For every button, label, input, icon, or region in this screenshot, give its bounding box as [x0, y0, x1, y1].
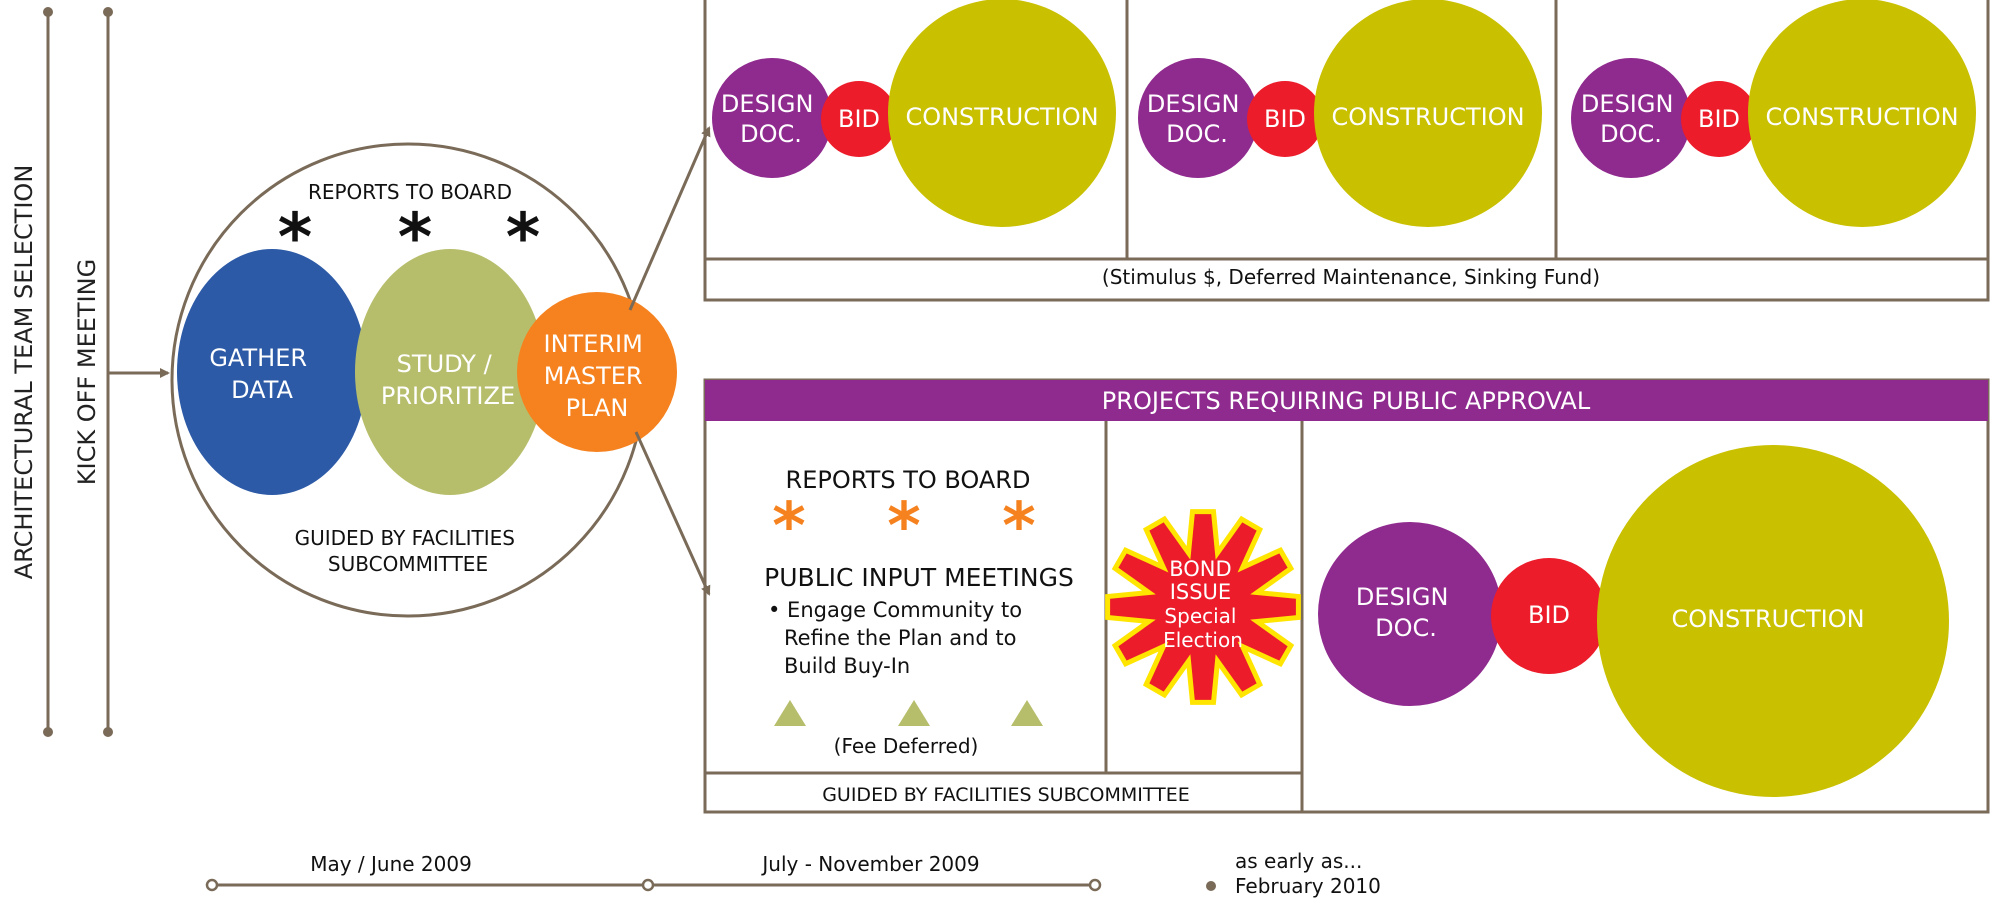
february-2010-label: February 2010 — [1235, 874, 1381, 898]
public-guided-by: GUIDED BY FACILITIES SUBCOMMITTEE — [822, 784, 1190, 806]
study-prioritize-ellipse — [355, 249, 545, 495]
immediate-projects-box: DESIGN DOC. BID CONSTRUCTION DESIGN DOC.… — [703, 0, 1990, 302]
design-doc-label: DESIGN DOC. — [721, 90, 821, 148]
project-cycle-1: DESIGN DOC. BID CONSTRUCTION — [712, 0, 1116, 227]
architectural-team-selection-label: ARCHITECTURAL TEAM SELECTION — [10, 165, 38, 580]
bid-label: BID — [1698, 105, 1740, 133]
public-approval-header-bar — [705, 380, 1988, 421]
green-triangle-2 — [898, 700, 930, 726]
fee-deferred-note: (Fee Deferred) — [834, 734, 979, 758]
period-may-june-2009: May / June 2009 — [310, 852, 472, 876]
asterisk-3: * — [506, 199, 541, 276]
bid-circle — [1247, 81, 1323, 157]
gather-data-ellipse — [177, 249, 367, 495]
design-doc-circle — [1138, 58, 1258, 178]
arrow-to-public-approval — [634, 431, 711, 596]
public-approval-header: PROJECTS REQUIRING PUBLIC APPROVAL — [1102, 387, 1591, 415]
left-timelines: ARCHITECTURAL TEAM SELECTION KICK OFF ME… — [10, 7, 170, 737]
planning-phase: REPORTS TO BOARD * * * GATHER DATA STUDY… — [170, 126, 711, 618]
project-cycle-2: DESIGN DOC. BID CONSTRUCTION — [1138, 0, 1542, 227]
orange-asterisk-2: * — [887, 490, 920, 564]
public-design-doc-circle — [1318, 522, 1502, 706]
public-input-bullets: • Engage Community to Refine the Plan an… — [768, 598, 1029, 678]
bottom-timeline: May / June 2009 July - November 2009 as … — [205, 849, 1381, 898]
design-doc-circle — [1571, 58, 1691, 178]
construction-label: CONSTRUCTION — [1765, 103, 1958, 131]
design-doc-label: DESIGN DOC. — [1581, 90, 1681, 148]
bid-circle — [821, 81, 897, 157]
construction-circle — [1314, 0, 1542, 227]
as-early-as-label: as early as... — [1235, 849, 1362, 873]
february-2010-bullet — [1206, 881, 1216, 891]
arrow-to-immediate-projects — [628, 126, 711, 311]
bond-issue-label: BOND ISSUE Special Election — [1163, 557, 1243, 652]
period-july-november-2009: July - November 2009 — [760, 852, 979, 876]
green-triangle-3 — [1011, 700, 1043, 726]
gather-data-label: GATHER DATA — [209, 344, 314, 404]
green-triangle-1 — [774, 700, 806, 726]
bid-label: BID — [1264, 105, 1306, 133]
bid-circle — [1681, 81, 1757, 157]
interim-master-plan-label: INTERIM MASTER PLAN — [544, 330, 651, 422]
public-reports-to-board: REPORTS TO BOARD — [786, 466, 1031, 494]
public-bid-circle — [1491, 558, 1607, 674]
planning-reports-to-board: REPORTS TO BOARD — [308, 180, 512, 204]
project-cycle-3: DESIGN DOC. BID CONSTRUCTION — [1571, 0, 1976, 227]
public-approval-box: PROJECTS REQUIRING PUBLIC APPROVAL REPOR… — [703, 378, 1990, 814]
construction-circle — [1748, 0, 1976, 227]
study-prioritize-label: STUDY / PRIORITIZE — [381, 350, 515, 410]
design-doc-label: DESIGN DOC. — [1147, 90, 1247, 148]
construction-label: CONSTRUCTION — [1331, 103, 1524, 131]
orange-asterisk-1: * — [772, 490, 805, 564]
public-bid-label: BID — [1528, 601, 1570, 629]
interim-master-plan-circle — [517, 292, 677, 452]
public-construction-circle — [1597, 445, 1949, 797]
bid-label: BID — [838, 105, 880, 133]
funding-note: (Stimulus $, Deferred Maintenance, Sinki… — [1102, 265, 1600, 289]
orange-asterisk-3: * — [1002, 490, 1035, 564]
public-input-meetings-title: PUBLIC INPUT MEETINGS — [764, 563, 1074, 592]
planning-guided-by: GUIDED BY FACILITIES SUBCOMMITTEE — [295, 526, 522, 576]
construction-label: CONSTRUCTION — [905, 103, 1098, 131]
design-doc-circle — [712, 58, 832, 178]
public-construction-label: CONSTRUCTION — [1671, 605, 1864, 633]
kick-off-meeting-label: KICK OFF MEETING — [73, 259, 101, 485]
construction-circle — [888, 0, 1116, 227]
public-design-doc-label: DESIGN DOC. — [1356, 583, 1456, 642]
bond-issue-starburst — [1105, 509, 1301, 705]
